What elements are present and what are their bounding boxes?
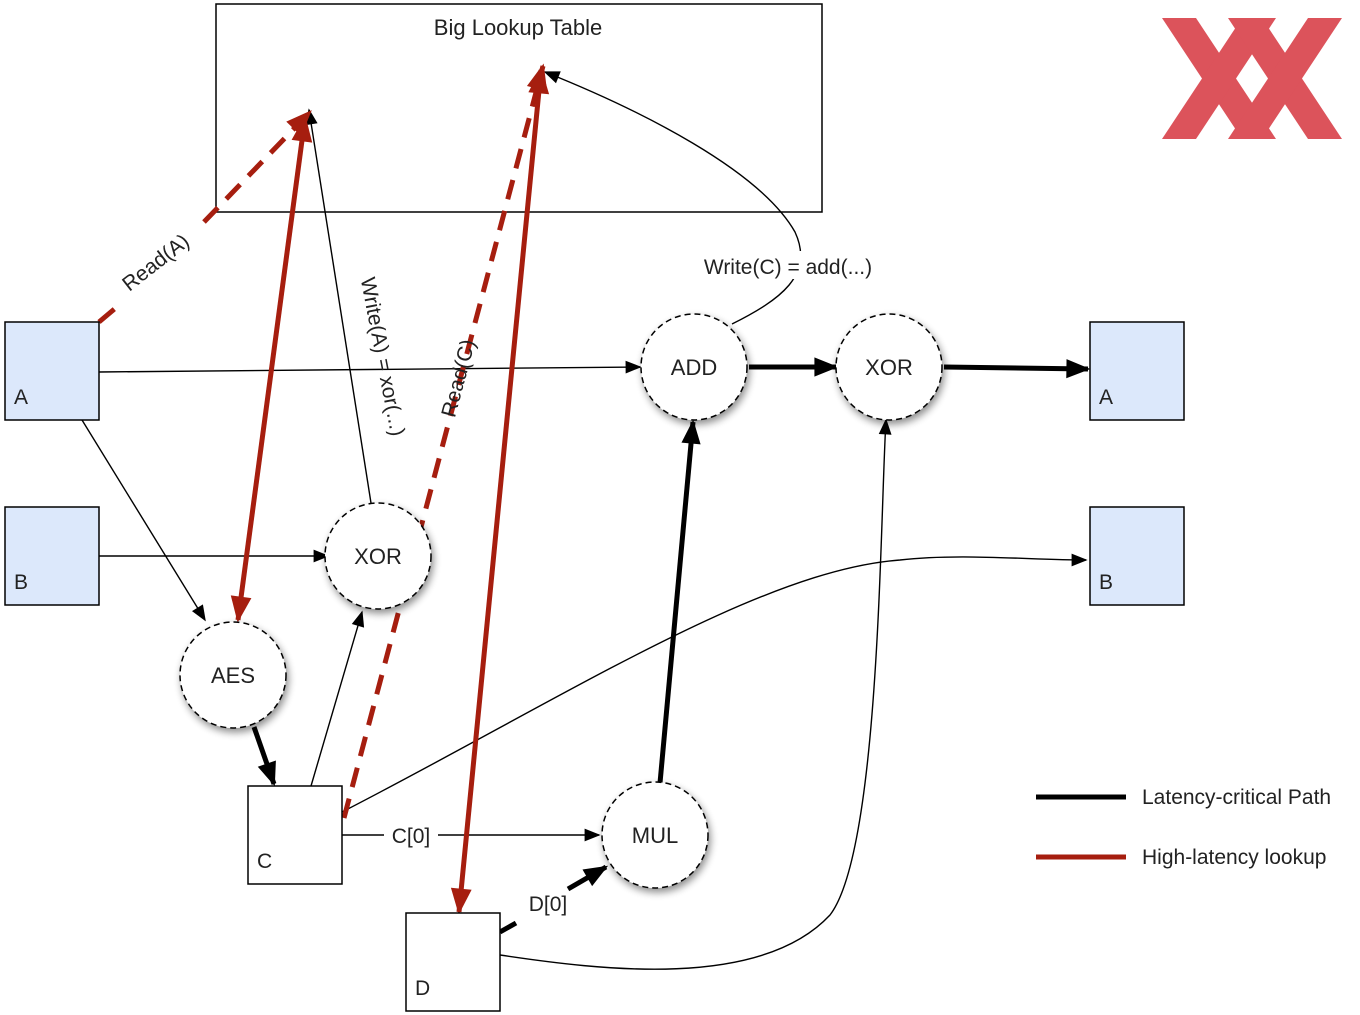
op-aes: AES	[179, 621, 287, 729]
op-xor-right: XOR	[835, 313, 943, 421]
legend-lookup-label: High-latency lookup	[1142, 846, 1326, 869]
edge-a-to-aes	[81, 419, 206, 622]
edge-d0-to-mul	[566, 864, 609, 892]
edge-mul-to-add	[657, 419, 701, 784]
critical-edges	[251, 357, 1091, 935]
op-xor-mid-label: XOR	[354, 544, 402, 569]
legend: Latency-critical Path High-latency looku…	[1036, 786, 1331, 869]
input-b-label: B	[14, 571, 28, 594]
edge-lookup-to-d	[450, 67, 550, 915]
op-add: ADD	[640, 313, 748, 421]
op-xor-mid: XOR	[324, 502, 432, 610]
input-box-b: B	[4, 506, 100, 606]
edge-a-to-add	[98, 360, 642, 374]
input-box-c: C	[247, 785, 343, 885]
op-mul: MUL	[601, 781, 709, 889]
input-d-label: D	[415, 977, 430, 1000]
edge-add-write-c	[543, 71, 802, 325]
edge-d0-stub	[498, 920, 518, 935]
write-c-label: Write(C) = add(...)	[704, 256, 872, 279]
edge-xor-write-a	[304, 108, 372, 504]
input-a-label: A	[14, 386, 28, 409]
read-a-label: Read(A)	[118, 230, 194, 296]
edge-aes-to-c	[251, 726, 277, 787]
xx-logo-icon	[1162, 18, 1342, 139]
write-c-label-bg	[692, 251, 884, 279]
op-xor-right-label: XOR	[865, 355, 913, 380]
edge-c-to-b-out	[341, 553, 1088, 813]
input-c-label: C	[257, 850, 272, 873]
output-b-label: B	[1099, 571, 1113, 594]
output-box-a: A	[1089, 321, 1185, 421]
edge-lookup-to-aes	[230, 115, 313, 623]
lookup-table: Big Lookup Table	[215, 3, 823, 213]
read-c-label: Read(C)	[437, 337, 480, 420]
lookup-table-title: Big Lookup Table	[434, 15, 602, 40]
op-add-label: ADD	[671, 355, 717, 380]
write-a-label: Write(A) = xor(...)	[356, 275, 409, 438]
d0-label: D[0]	[529, 893, 568, 916]
lookup-edges	[97, 63, 550, 915]
edge-xor-to-a-out	[943, 359, 1091, 379]
edge-c-to-xor	[310, 610, 365, 787]
input-box-a: A	[4, 321, 100, 421]
op-mul-label: MUL	[632, 823, 678, 848]
output-a-label: A	[1099, 386, 1113, 409]
legend-critical-label: Latency-critical Path	[1142, 786, 1331, 809]
c0-label: C[0]	[392, 825, 431, 848]
input-box-d: D	[405, 912, 501, 1012]
edge-d-to-xor-right	[499, 418, 892, 970]
op-aes-label: AES	[211, 663, 255, 688]
c0-label-bg	[384, 820, 438, 850]
output-box-b: B	[1089, 506, 1185, 606]
